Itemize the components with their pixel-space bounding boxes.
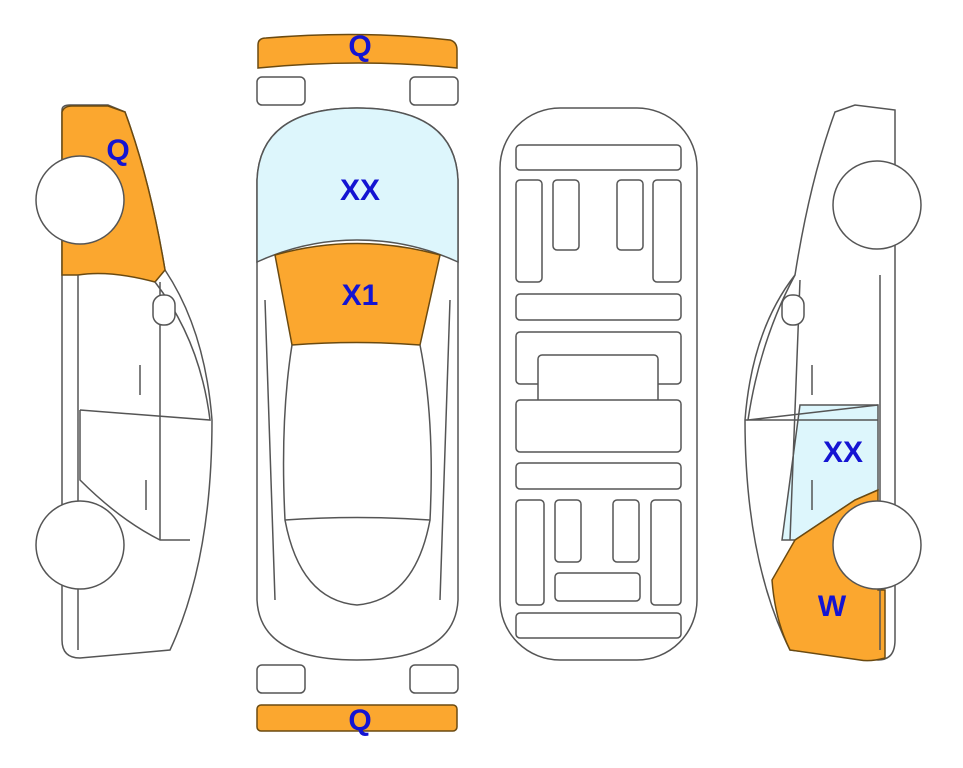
windshield-damage[interactable]	[256, 107, 459, 264]
left-side-view: Q	[35, 104, 213, 659]
rear-wheel	[35, 500, 125, 590]
front-bumper-label: Q	[348, 30, 371, 63]
rear-bumper-damage[interactable]	[256, 704, 458, 732]
rear-wheel	[832, 500, 922, 590]
front-wheel	[832, 160, 922, 250]
hood-label: X1	[342, 279, 379, 312]
right-rear-fender-label: W	[818, 590, 847, 623]
front-wheel	[35, 155, 125, 245]
right-rear-window-label: XX	[823, 436, 863, 469]
front-bumper-damage[interactable]	[257, 33, 458, 69]
right-side-view: XX W	[744, 104, 922, 662]
windshield-label: XX	[340, 174, 380, 207]
underbody-view	[499, 107, 698, 661]
hood-damage[interactable]	[274, 242, 441, 346]
rear-bumper-label: Q	[348, 704, 371, 737]
top-view: Q XX X1 Q	[256, 30, 459, 737]
left-front-label: Q	[106, 134, 129, 167]
